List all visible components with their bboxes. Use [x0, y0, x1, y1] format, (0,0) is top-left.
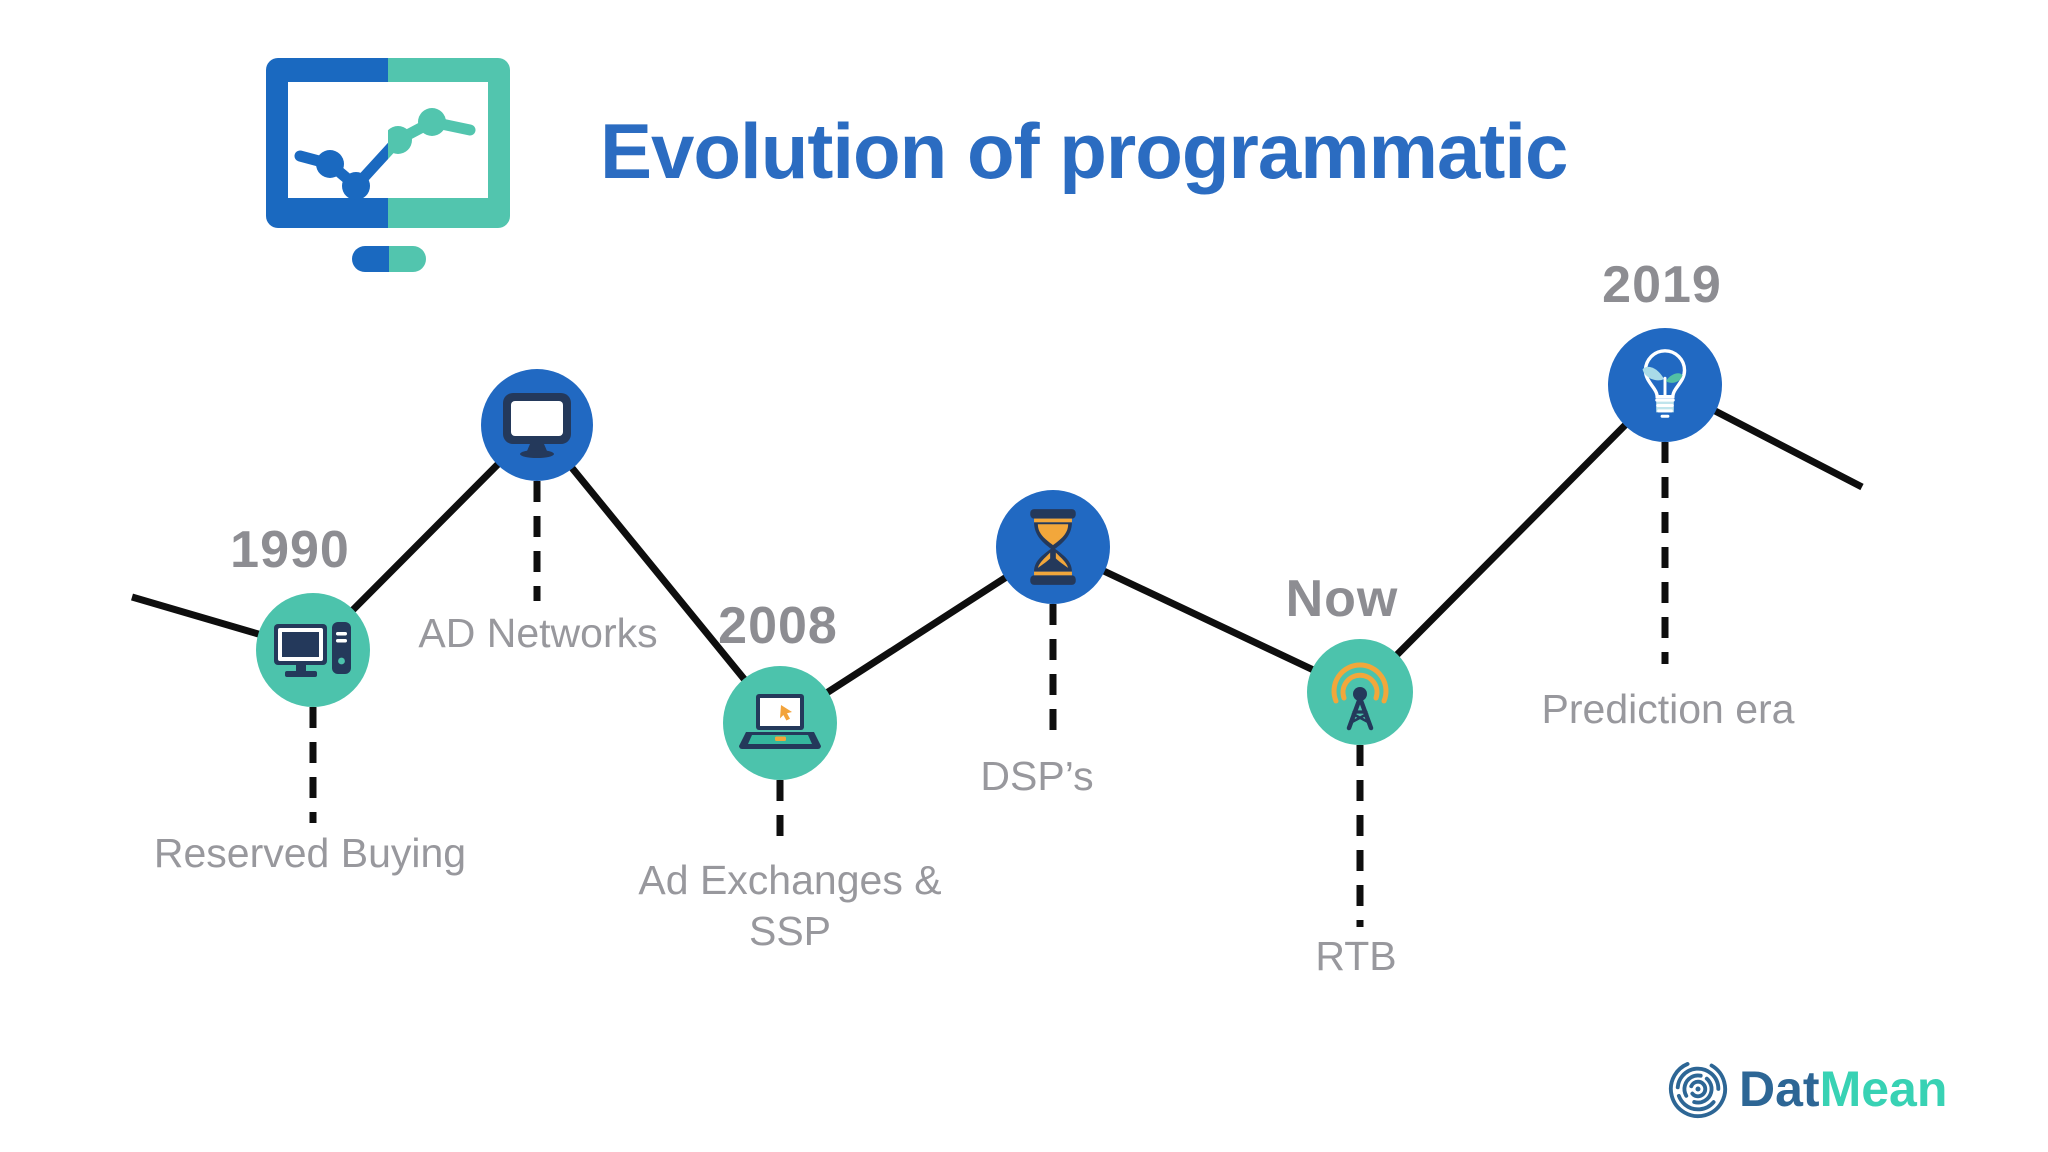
- year-label-1990: 1990: [230, 521, 350, 579]
- timeline-node-ad-networks: [481, 369, 593, 481]
- node-label-rtb: RTB: [1315, 933, 1397, 979]
- timeline-node-dsps: [996, 490, 1110, 604]
- page-title: Evolution of programmatic: [600, 107, 1568, 195]
- timeline-node-now: [1307, 639, 1413, 745]
- desktop-computer-icon: [274, 622, 351, 677]
- node-label-dsps: DSP’s: [980, 753, 1094, 799]
- datmean-logo: DatMean: [1667, 1058, 1947, 1120]
- hourglass-icon: [1030, 509, 1076, 585]
- year-label-now: Now: [1285, 570, 1399, 628]
- node-label-ad-networks: AD Networks: [418, 610, 658, 656]
- laptop-cursor-icon: [739, 694, 821, 749]
- timeline-node-1990: [256, 593, 370, 707]
- node-label-prediction-era: Prediction era: [1541, 686, 1795, 732]
- logo-text-dat: Dat: [1739, 1061, 1820, 1117]
- timeline-node-2008: [723, 666, 837, 780]
- datmean-concentric-icon: [1668, 1059, 1728, 1119]
- node-label-reserved-buying: Reserved Buying: [153, 830, 467, 876]
- year-label-2019: 2019: [1602, 256, 1722, 314]
- crt-monitor-icon: [503, 393, 571, 458]
- timeline-node-2019: [1608, 328, 1722, 442]
- lightbulb-sprout-icon: [1642, 349, 1687, 418]
- node-label-ad-exchanges-ssp: Ad Exchanges & SSP: [638, 857, 942, 955]
- year-label-2008: 2008: [718, 597, 838, 655]
- radio-tower-icon: [1331, 662, 1389, 731]
- datmean-wordmark: DatMean: [1739, 1060, 1947, 1118]
- logo-text-mean: Mean: [1819, 1061, 1948, 1117]
- monitor-chart-icon: [266, 58, 510, 272]
